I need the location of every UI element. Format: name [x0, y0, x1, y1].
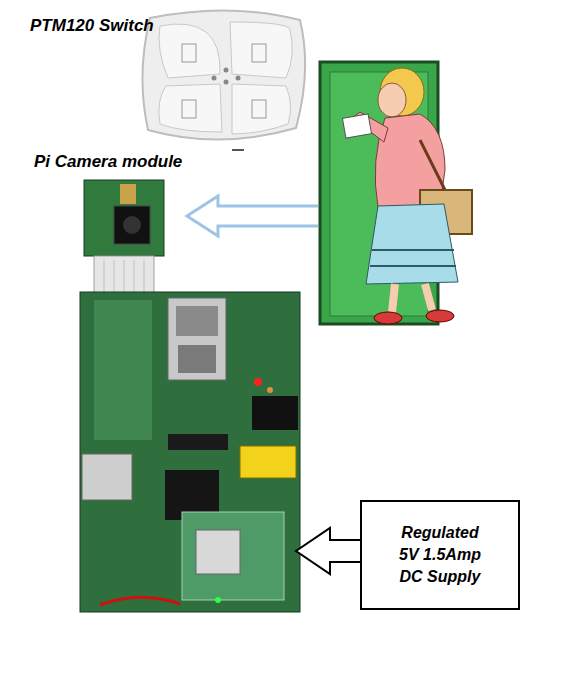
ribbon-cable	[94, 256, 154, 442]
led	[215, 597, 221, 603]
rocker	[159, 24, 220, 78]
part-label: PTM120 Switch	[30, 16, 154, 36]
rocker-mark	[252, 100, 266, 118]
skirt-stripe	[370, 250, 456, 266]
dot	[236, 76, 241, 81]
pi-board	[80, 292, 300, 612]
face	[378, 83, 406, 117]
shoe	[426, 310, 454, 322]
arrow	[296, 528, 360, 574]
led	[267, 387, 273, 393]
rocker	[230, 22, 292, 78]
hdmi-port	[82, 454, 132, 500]
node-text: Regulated 5V 1.5Amp DC Supply	[392, 522, 488, 588]
bag-strap	[420, 140, 448, 196]
dot	[212, 76, 217, 81]
arrow	[187, 196, 318, 236]
skirt	[366, 204, 458, 284]
red-wire	[100, 597, 180, 605]
led	[254, 378, 262, 386]
switch-illustration	[142, 10, 305, 150]
radio-module	[182, 512, 284, 600]
gpio-header	[168, 434, 228, 450]
board-area	[94, 300, 152, 440]
camera-illustration	[84, 180, 164, 442]
usb-slot	[178, 345, 216, 373]
paper	[342, 114, 371, 138]
rocker	[232, 84, 291, 134]
supply-box: Regulated 5V 1.5Amp DC Supply	[360, 500, 520, 610]
usb-slot	[176, 306, 218, 336]
raspberry-pi-illustration	[80, 292, 300, 612]
visitor-illustration	[320, 62, 472, 324]
dot	[224, 68, 229, 73]
module-chip	[196, 530, 240, 574]
tick	[232, 149, 244, 151]
lens	[114, 206, 150, 244]
part-label: Pi Camera module	[34, 152, 182, 172]
switch-body	[142, 10, 305, 139]
rocker	[159, 84, 222, 132]
shoe	[374, 312, 402, 324]
legs	[392, 284, 432, 312]
lens-glass	[123, 216, 141, 234]
camera-board	[84, 180, 164, 256]
rca-jack	[240, 446, 296, 478]
connector	[120, 184, 136, 204]
dot	[224, 80, 229, 85]
usb-port	[168, 298, 226, 380]
rocker-mark	[182, 100, 196, 118]
audio-jack	[252, 396, 298, 430]
rocker-mark	[252, 44, 266, 62]
rocker-mark	[182, 44, 196, 62]
